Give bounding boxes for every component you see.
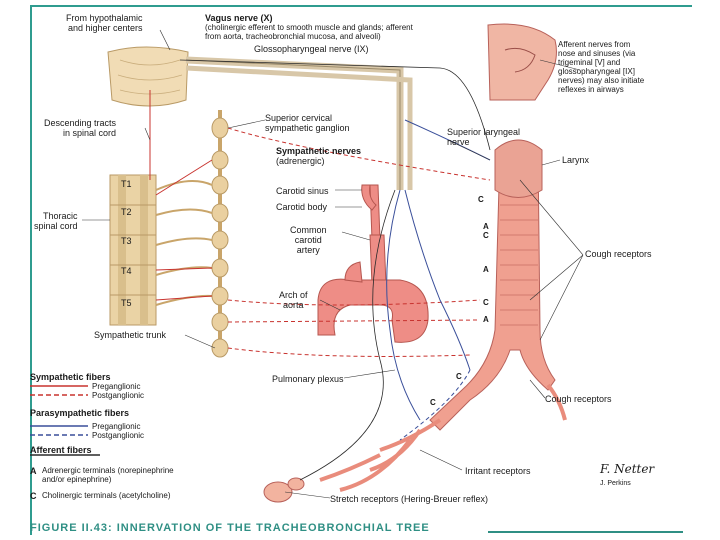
label-arch-line-1: Arch of [279,290,308,300]
label-irritant-receptors: Irritant receptors [465,466,531,476]
leader-lines [82,29,584,499]
signature-perkins: J. Perkins [600,480,631,487]
terminal-marker-c: C [483,231,489,240]
label-carotid-sinus: Carotid sinus [276,186,329,196]
signature-netter: F. Netter [600,462,655,476]
terminal-marker-a: A [483,315,489,324]
label-common-carotid-line-2: carotid [294,235,322,245]
sympathetic-trunk-chain [155,110,229,358]
label-sup-laryngeal-line-2: nerve [447,137,470,147]
label-pulmonary-plexus: Pulmonary plexus [272,374,344,384]
legend-c-key: C [30,491,37,501]
terminal-marker-c: C [483,298,489,307]
label-thoracic-spinal-cord: Thoracic spinal cord [34,211,78,231]
label-afferent-nose-line-4: glossopharyngeal [IX] [558,67,635,76]
terminal-marker-c: C [430,398,436,407]
figure-caption: FIGURE II.43: INNERVATION OF THE TRACHEO… [30,522,430,534]
frame-top-border [30,5,692,7]
label-arch-of-aorta: Arch of aorta [279,290,308,310]
legend-sym-post: Postganglionic [92,391,145,400]
label-descending-line-2: in spinal cord [63,128,117,138]
label-segment-t4: T4 [121,266,132,276]
label-afferent-nose-line-1: Afferent nerves from [558,40,631,49]
label-sup-cervical-line-2: sympathetic ganglion [265,123,350,133]
label-vagus-desc-line-1: (cholinergic efferent to smooth muscle a… [205,23,413,32]
label-segment-t5: T5 [121,298,132,308]
label-afferent-nose-line-5: nerves) may also initiate [558,76,645,85]
label-sup-cervical-line-1: Superior cervical [265,113,333,123]
label-superior-cervical: Superior cervical sympathetic ganglion [265,113,350,133]
caption-rule [488,531,683,533]
legend-a-key: A [30,466,37,476]
label-segment-t1: T1 [121,179,132,189]
legend-swatches [30,385,100,456]
label-common-carotid-line-1: Common [290,225,327,235]
label-stretch-receptors: Stretch receptors (Hering-Breuer reflex) [330,494,489,504]
terminal-marker-c: C [478,195,484,204]
label-afferent-nose-line-2: nose and sinuses (via [558,49,636,58]
legend-para-pre: Preganglionic [92,422,141,431]
sympathetic-fiber-paths [149,90,491,357]
legend-para-post: Postganglionic [92,431,145,440]
label-hypothalamic: From hypothalamic and higher centers [66,13,143,33]
label-afferent-nose-line-3: trigeminal [V] and [558,58,621,67]
label-common-carotid-line-3: artery [296,245,320,255]
head-inset [487,23,557,101]
brainstem [107,46,189,107]
afferent-fiber-paths [179,59,491,481]
label-hypothalamic-line-1: From hypothalamic [66,13,143,23]
legend-afferent-title: Afferent fibers [30,445,92,455]
label-carotid-body: Carotid body [276,202,328,212]
label-vagus-title: Vagus nerve (X) [205,13,273,23]
label-cough-receptors-1: Cough receptors [585,249,652,259]
terminal-marker-c: C [456,372,462,381]
terminal-marker-a: A [483,222,489,231]
label-sympathetic-trunk: Sympathetic trunk [94,330,167,340]
legend-sympathetic-title: Sympathetic fibers [30,372,111,382]
parasympathetic-fiber-paths [386,119,491,441]
label-arch-line-2: aorta [283,300,304,310]
frame-left-border [30,5,32,535]
vagus-nerve-bundle [185,56,413,190]
label-cough-receptors-2: Cough receptors [545,394,612,404]
label-thoracic-line-1: Thoracic [43,211,78,221]
label-descending-line-1: Descending tracts [44,118,117,128]
legend-para-title: Parasympathetic fibers [30,408,130,418]
terminal-marker-a: A [483,265,489,274]
label-common-carotid: Common carotid artery [290,225,327,255]
label-vagus-desc: (cholinergic efferent to smooth muscle a… [205,23,413,41]
label-sup-laryngeal-line-1: Superior laryngeal [447,127,521,137]
label-afferent-nose-line-6: reflexes in airways [558,85,624,94]
label-sympathetic-nerves: Sympathetic nerves [276,146,362,156]
label-glossopharyngeal: Glossopharyngeal nerve (IX) [254,44,369,54]
larynx [494,139,543,198]
label-hypothalamic-line-2: and higher centers [67,23,143,33]
legend-a-text-line-1: Adrenergic terminals (norepinephrine [42,466,174,475]
label-larynx: Larynx [562,155,590,165]
label-afferent-nose: Afferent nerves from nose and sinuses (v… [558,40,644,94]
legend-c-text: Cholinergic terminals (acetylcholine) [42,491,171,500]
label-segment-t2: T2 [121,207,132,217]
legend-a-text: Adrenergic terminals (norepinephrine and… [42,466,174,484]
thoracic-spinal-cord [109,174,157,326]
label-adrenergic: (adrenergic) [276,156,325,166]
label-segment-t3: T3 [121,236,132,246]
label-descending-tracts: Descending tracts in spinal cord [44,118,116,138]
artist-signature: F. Netter J. Perkins [600,462,660,512]
label-thoracic-line-2: spinal cord [34,221,78,231]
label-superior-laryngeal: Superior laryngeal nerve [447,127,520,147]
legend-sym-pre: Preganglionic [92,382,141,391]
legend-a-text-line-2: and/or epinephrine) [42,475,112,484]
label-vagus-desc-line-2: from aorta, tracheobronchial mucosa, and… [205,32,381,41]
